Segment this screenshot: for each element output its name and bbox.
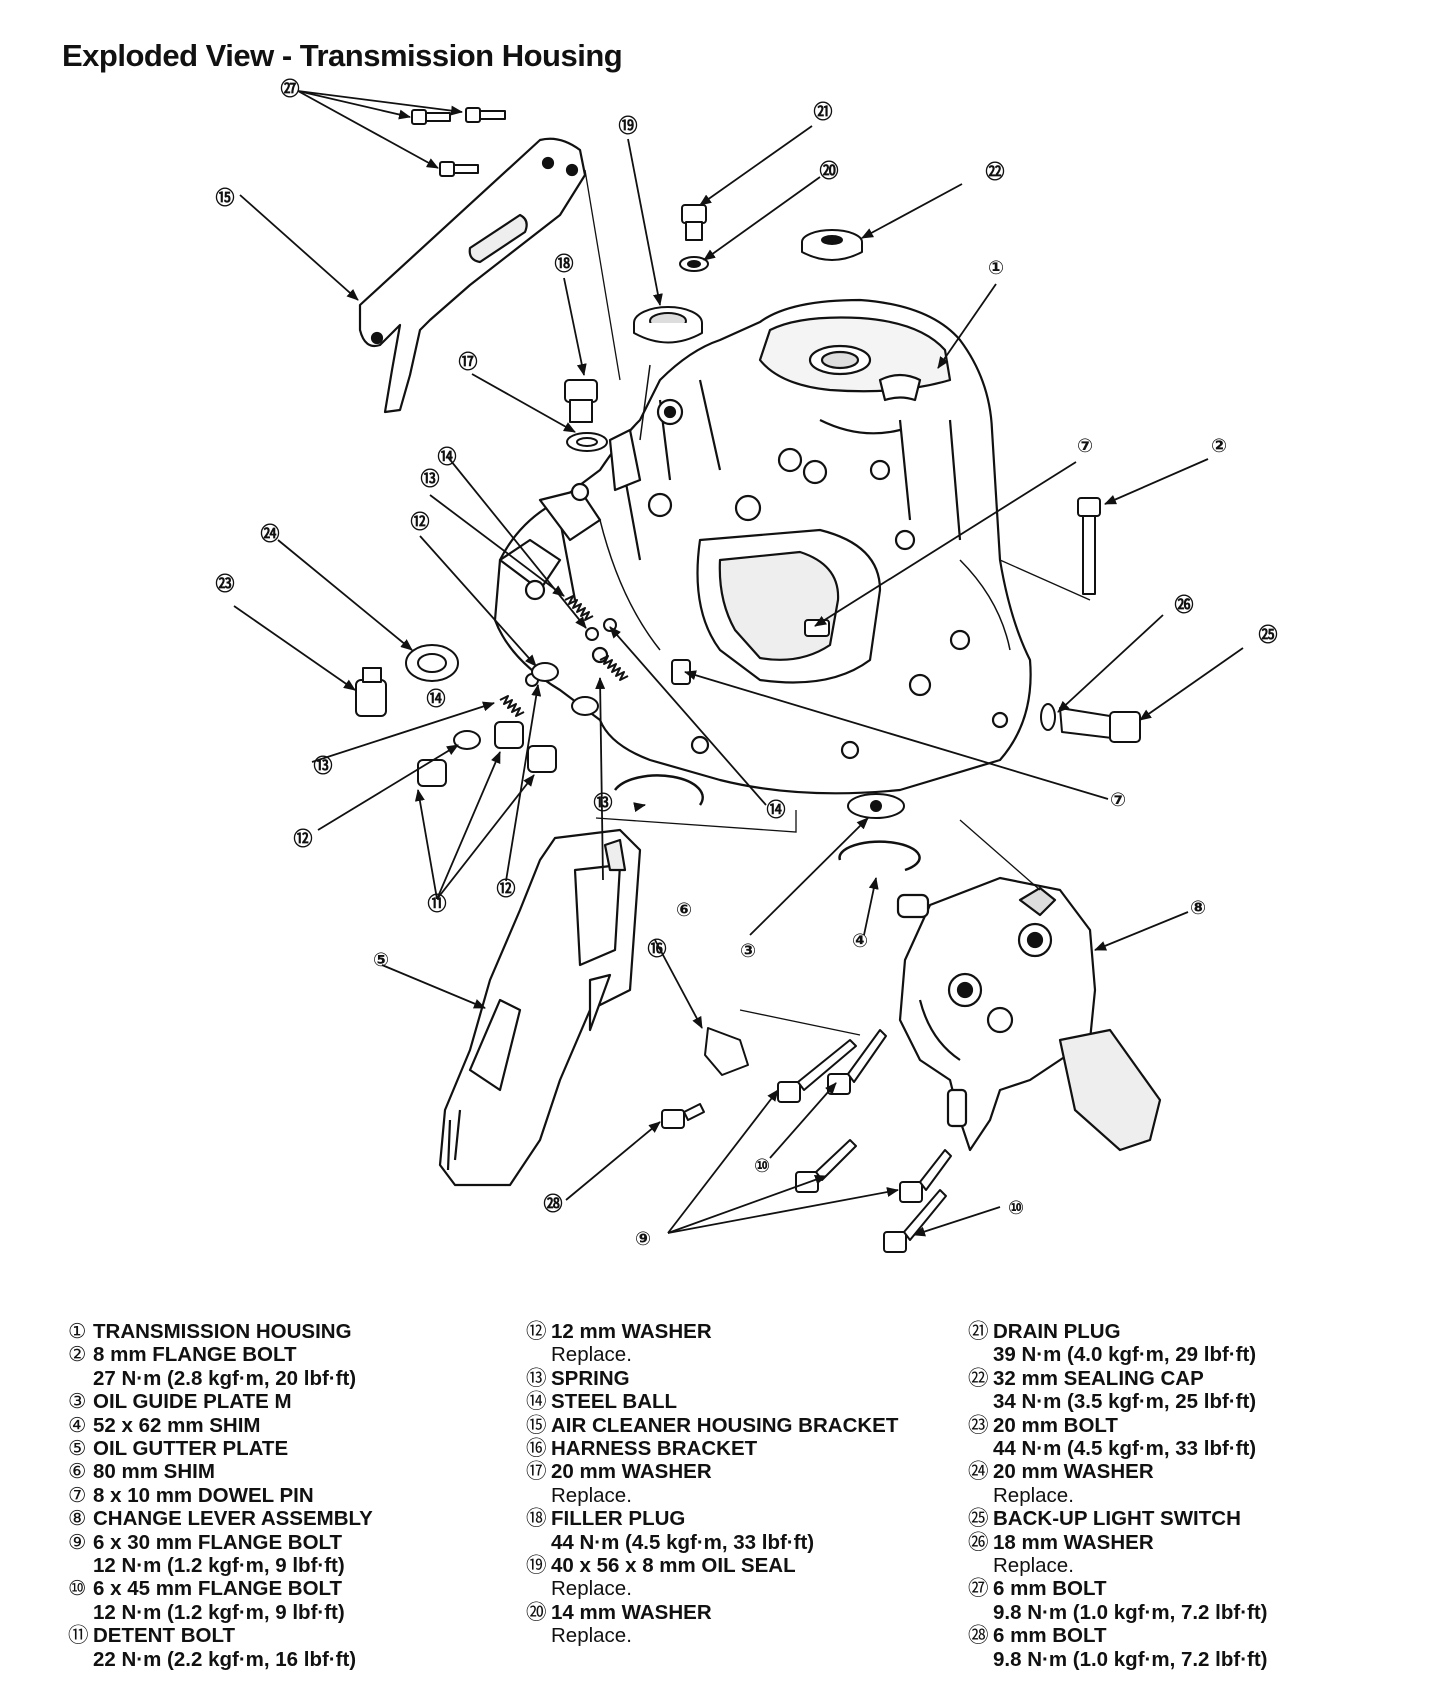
callout-25: ㉕ (1258, 623, 1277, 646)
callout-10a: ⑩ (754, 1155, 770, 1177)
callout-23: ㉓ (215, 572, 234, 595)
transmission-housing (493, 298, 1032, 795)
callout-21: ㉑ (813, 100, 832, 123)
callout-12b: ⑫ (293, 827, 312, 850)
callout-20: ⑳ (819, 159, 838, 182)
callout-12c: ⑫ (496, 877, 515, 900)
callout-13b: ⑬ (313, 754, 332, 777)
callout-27: ㉗ (280, 77, 299, 100)
callout-8: ⑧ (1190, 897, 1206, 919)
leader-arrows (233, 90, 1244, 1237)
callout-22: ㉒ (985, 160, 1004, 183)
replace-note: Replace. (551, 1483, 632, 1507)
callout-7a: ⑦ (1077, 435, 1093, 457)
callout-24: ㉔ (260, 522, 279, 545)
torque-spec: 12 N·m (1.2 kgf·m, 9 lbf·ft) (93, 1554, 345, 1578)
callout-15: ⑮ (215, 186, 234, 209)
callout-3: ③ (740, 940, 756, 962)
callout-17: ⑰ (458, 350, 477, 373)
replace-note: Replace. (993, 1483, 1074, 1507)
callout-14b: ⑭ (426, 687, 445, 710)
callout-14a: ⑭ (437, 445, 456, 468)
torque-spec: 39 N·m (4.0 kgf·m, 29 lbf·ft) (993, 1343, 1257, 1367)
exploded-view-diagram: ① ② ⑦ ⑦ ⑧ ⑨ ⑩ ⑩ ⑪ ⑫ ⑫ ⑫ ⑬ ⑬ ⑬ ⑭ ⑭ ⑭ ⑮ ⑯ … (215, 77, 1278, 1253)
callout-11: ⑪ (427, 892, 446, 915)
change-lever-assembly (896, 876, 1162, 1152)
callout-28: ㉘ (543, 1192, 562, 1215)
replace-note: Replace. (551, 1343, 632, 1367)
torque-spec: 12 N·m (1.2 kgf·m, 9 lbf·ft) (93, 1600, 345, 1624)
oil-gutter-plate (438, 828, 642, 1187)
callout-labels: ① ② ⑦ ⑦ ⑧ ⑨ ⑩ ⑩ ⑪ ⑫ ⑫ ⑫ ⑬ ⑬ ⑬ ⑭ ⑭ ⑭ ⑮ ⑯ … (215, 77, 1277, 1250)
callout-12a: ⑫ (410, 510, 429, 533)
callout-1: ① (988, 257, 1004, 279)
callout-18: ⑱ (554, 252, 573, 275)
callout-4: ④ (852, 930, 868, 952)
callout-26: ㉖ (1174, 593, 1193, 616)
callout-19: ⑲ (618, 114, 637, 137)
callout-14c: ⑭ (766, 798, 785, 821)
page-title: Exploded View - Transmission Housing (62, 38, 623, 73)
torque-spec: 9.8 N·m (1.0 kgf·m, 7.2 lbf·ft) (993, 1600, 1268, 1624)
replace-note: Replace. (551, 1624, 632, 1648)
torque-spec: 44 N·m (4.5 kgf·m, 33 lbf·ft) (993, 1437, 1257, 1461)
callout-13a: ⑬ (420, 467, 439, 490)
torque-spec: 22 N·m (2.2 kgf·m, 16 lbf·ft) (93, 1647, 357, 1671)
callout-6: ⑥ (676, 899, 692, 921)
callout-9: ⑨ (635, 1228, 651, 1250)
callout-10b: ⑩ (1008, 1197, 1024, 1219)
torque-spec: 34 N·m (3.5 kgf·m, 25 lbf·ft) (993, 1390, 1257, 1414)
callout-2: ② (1211, 435, 1227, 457)
callout-5: ⑤ (373, 949, 389, 971)
air-cleaner-housing-bracket (358, 137, 587, 414)
callout-13c: ⑬ (593, 791, 612, 814)
replace-note: Replace. (551, 1577, 632, 1601)
torque-spec: 44 N·m (4.5 kgf·m, 33 lbf·ft) (551, 1530, 815, 1554)
torque-spec: 27 N·m (2.8 kgf·m, 20 lbf·ft) (93, 1366, 357, 1390)
guide-lines (584, 169, 1091, 1036)
torque-spec: 9.8 N·m (1.0 kgf·m, 7.2 lbf·ft) (993, 1647, 1268, 1671)
replace-note: Replace. (993, 1554, 1074, 1578)
callout-16: ⑯ (647, 937, 666, 960)
callout-7b: ⑦ (1110, 789, 1126, 811)
